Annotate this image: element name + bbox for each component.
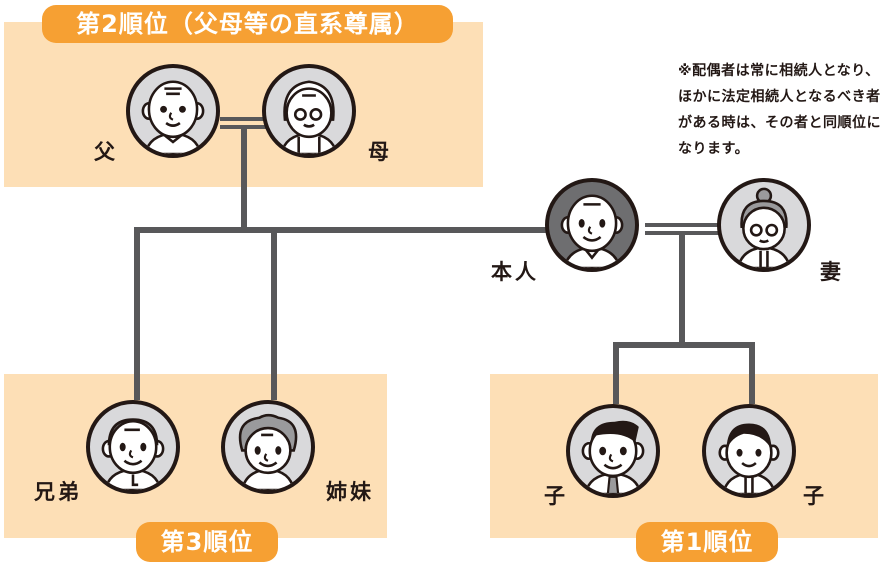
brother-label: 兄弟 <box>34 480 82 504</box>
sister-avatar <box>221 400 315 494</box>
wife-label: 妻 <box>820 260 844 284</box>
grandmother-icon <box>280 80 338 154</box>
father-avatar <box>126 64 220 158</box>
child2-branch-line <box>749 342 755 404</box>
third-rank-badge: 第3順位 <box>136 522 278 562</box>
brother-avatar <box>86 400 180 494</box>
children-descent-line <box>679 231 685 347</box>
self-label: 本人 <box>491 260 539 284</box>
self-avatar <box>545 178 639 272</box>
grandfather-icon <box>141 80 205 154</box>
siblings-horizontal-line <box>134 227 550 233</box>
mother-avatar <box>262 64 356 158</box>
children-horizontal-line <box>613 342 755 348</box>
brother-icon <box>101 418 165 490</box>
first-rank-zone <box>490 374 878 538</box>
son-icon <box>581 420 645 494</box>
sister-label: 姉妹 <box>326 480 374 504</box>
spouse-marriage-line-upper <box>645 223 721 227</box>
child2-avatar <box>702 404 796 498</box>
parents-marriage-line-upper <box>220 117 266 121</box>
mother-label: 母 <box>368 140 392 164</box>
child2-label: 子 <box>803 484 827 508</box>
child1-branch-line <box>613 342 619 404</box>
man-icon <box>560 194 624 268</box>
wife-avatar <box>717 178 811 272</box>
woman-glasses-icon <box>736 187 792 268</box>
third-rank-zone <box>4 374 387 538</box>
sister-icon <box>238 413 298 490</box>
first-rank-badge: 第1順位 <box>636 522 778 562</box>
parents-descent-line <box>241 125 247 233</box>
child1-avatar <box>566 404 660 498</box>
child1-label: 子 <box>544 484 568 508</box>
daughter-icon <box>718 423 780 494</box>
sister-branch-line <box>271 227 277 400</box>
brother-branch-line <box>134 227 140 400</box>
second-rank-badge: 第2順位（父母等の直系尊属） <box>42 5 453 43</box>
father-label: 父 <box>94 140 118 164</box>
spouse-note: ※配偶者は常に相続人となり、ほかに法定相続人となるべき者がある時は、その者と同順… <box>678 63 881 157</box>
